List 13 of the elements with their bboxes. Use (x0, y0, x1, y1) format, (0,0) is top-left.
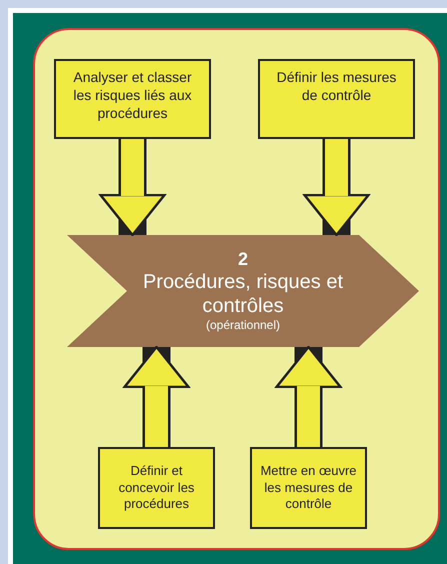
step-subtitle: (opérationnel) (206, 318, 280, 332)
task-text: Mettre en œuvre les mesures de contrôle (259, 462, 358, 514)
task-text: Définir les mesures de contrôle (276, 68, 398, 104)
task-box (250, 447, 367, 529)
task-box (54, 59, 211, 139)
step-number: 2 (238, 250, 248, 270)
task-text: Définir et concevoir les procédures (118, 462, 196, 514)
task-box (258, 59, 415, 139)
panel-background (33, 28, 440, 550)
task-text: Analyser et classer les risques liés aux procédures (72, 68, 193, 123)
step-title: Procédures, risques et contrôles (142, 270, 344, 318)
chevron-shape (67, 235, 419, 347)
task-box (98, 447, 215, 529)
